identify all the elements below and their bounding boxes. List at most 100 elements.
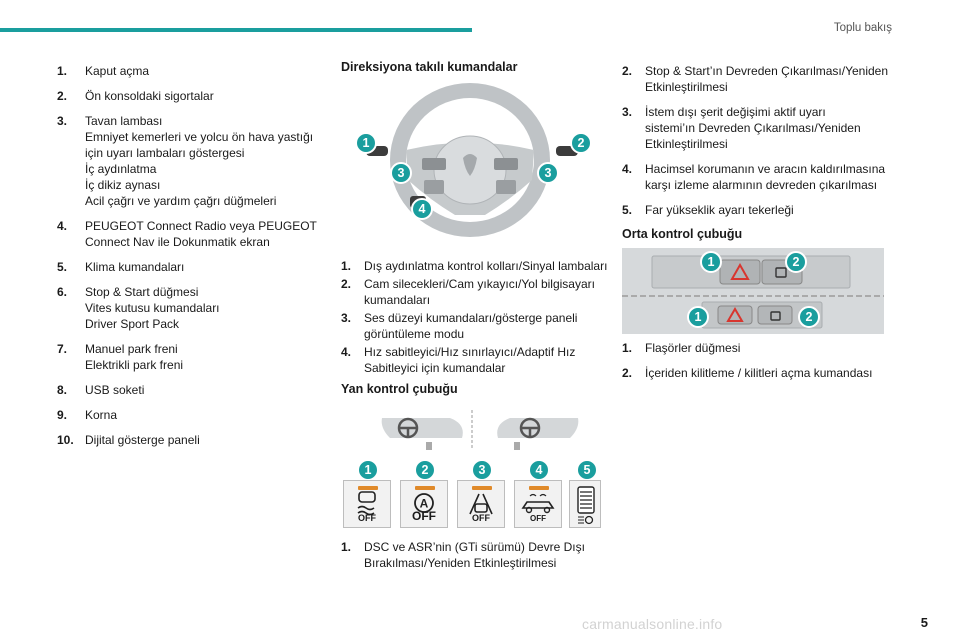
list-item: 3. Ses düzeyi kumandaları/gösterge paneli… — [341, 310, 611, 342]
dsc-icon — [357, 491, 376, 516]
item-number: 1. — [341, 259, 352, 273]
steering-wheel-illustration — [366, 83, 578, 237]
center-console-illustration — [622, 248, 884, 334]
stop-start-off-label: OFF — [412, 509, 436, 523]
svg-text:A: A — [420, 497, 429, 511]
item-text: Dış aydınlatma kontrol kolları/Sinyal la… — [364, 259, 608, 273]
section-title: Toplu bakış — [833, 22, 892, 34]
steering-badge: 3 — [537, 162, 559, 184]
left-list: 1.Kaput açma 2.Ön konsoldaki sigortalar 3.… — [57, 63, 327, 448]
item-number: 3. — [341, 311, 352, 325]
stop-start-button: A OFF — [400, 480, 448, 528]
list-item: 9.Korna — [57, 407, 327, 423]
item-number: 6. — [57, 285, 68, 299]
steering-badge: 2 — [570, 132, 592, 154]
side-badge: 4 — [528, 459, 550, 481]
list-item: 2.Ön konsoldaki sigortalar — [57, 88, 327, 104]
item-text: İç aydınlatma — [85, 162, 157, 176]
item-text: Etkinleştirilmesi — [645, 80, 728, 94]
item-number: 2. — [341, 277, 352, 291]
lane-assist-icon — [469, 493, 493, 515]
item-text: için uyarı lambaları göstergesi — [85, 146, 245, 160]
alarm-car-icon — [521, 493, 555, 514]
dsc-off-button: OFF — [343, 480, 391, 528]
stop-start-icon: A — [414, 493, 434, 513]
center-console-figure — [622, 248, 884, 334]
steering-badge: 4 — [411, 198, 433, 220]
item-text: Tavan lambası — [85, 114, 163, 128]
list-item: 2.Stop & Start’ın Devreden Çıkarılması/Y… — [622, 63, 902, 95]
left-column: 1.Kaput açma 2.Ön konsoldaki sigortalar 3.… — [57, 63, 327, 457]
center-badge: 2 — [785, 251, 807, 273]
item-text: Flaşörler düğmesi — [645, 341, 741, 355]
list-item: 5.Far yükseklik ayarı tekerleği — [622, 202, 902, 218]
item-text: sistemi’ın Devreden Çıkarılması/Yeniden — [645, 121, 861, 135]
center-title: Orta kontrol çubuğu — [622, 227, 743, 241]
steering-title: Direksiyona takılı kumandalar — [341, 60, 518, 74]
item-text: Vites kutusu kumandaları — [85, 301, 220, 315]
item-text: USB soketi — [85, 383, 145, 397]
right-list: 2.Stop & Start’ın Devreden Çıkarılması/Y… — [622, 63, 902, 227]
list-item: 1.Kaput açma — [57, 63, 327, 79]
headlamp-adjust-wheel — [569, 480, 601, 528]
item-text: kumandaları — [364, 293, 431, 307]
watermark: carmanualsonline.info — [582, 616, 723, 632]
item-number: 5. — [622, 203, 633, 217]
item-text: Acil çağrı ve yardım çağrı düğmeleri — [85, 194, 277, 208]
accent-bar — [0, 28, 472, 32]
center-badge: 1 — [700, 251, 722, 273]
item-text: Kaput açma — [85, 64, 150, 78]
item-number: 4. — [57, 219, 68, 233]
item-text: Ses düzeyi kumandaları/gösterge paneli — [364, 311, 578, 325]
steering-badge: 1 — [355, 132, 377, 154]
lane-assist-button: OFF — [457, 480, 505, 528]
item-text: Cam silecekleri/Cam yıkayıcı/Yol bilgisa… — [364, 277, 595, 291]
item-text: İçeriden kilitleme / kilitleri açma kuma… — [645, 366, 873, 380]
list-item: 2.İçeriden kilitleme / kilitleri açma ku… — [622, 365, 902, 381]
item-text: Stop & Start’ın Devreden Çıkarılması/Yen… — [645, 64, 889, 78]
item-number: 1. — [341, 540, 352, 554]
item-text: Hacimsel korumanın ve aracın kaldırılmas… — [645, 162, 886, 176]
item-text: Hız sabitleyici/Hız sınırlayıcı/Adaptif … — [364, 345, 576, 359]
item-number: 5. — [57, 260, 68, 274]
item-number: 9. — [57, 408, 68, 422]
item-text: karşı izleme alarmının devreden çıkarılm… — [645, 178, 878, 192]
side-badge: 1 — [357, 459, 379, 481]
item-text: Ön konsoldaki sigortalar — [85, 89, 214, 103]
list-item: 1. Dış aydınlatma kontrol kolları/Sinyal … — [341, 258, 611, 274]
item-number: 4. — [622, 162, 633, 176]
side-list: 1.DSC ve ASR’nin (GTi sürümü) Devre Dışı… — [341, 539, 611, 573]
item-text: Klima kumandaları — [85, 260, 185, 274]
item-number: 4. — [341, 345, 352, 359]
item-text: PEUGEOT Connect Radio veya PEUGEOT — [85, 219, 317, 233]
item-text: Stop & Start düğmesi — [85, 285, 199, 299]
item-number: 10. — [57, 433, 74, 447]
item-text: Sabitleyici için kumandalar — [364, 361, 506, 375]
side-badge: 2 — [414, 459, 436, 481]
list-item: 2. Cam silecekleri/Cam yıkayıcı/Yol bilgi… — [341, 276, 611, 308]
item-number: 8. — [57, 383, 68, 397]
side-badge: 5 — [576, 459, 598, 481]
alarm-button: OFF — [514, 480, 562, 528]
lane-assist-off-label: OFF — [472, 513, 490, 523]
item-number: 7. — [57, 342, 68, 356]
list-item: 1.DSC ve ASR’nin (GTi sürümü) Devre Dışı… — [341, 539, 611, 571]
item-number: 3. — [622, 105, 633, 119]
item-text: Dijital gösterge paneli — [85, 433, 200, 447]
item-text: Emniyet kemerleri ve yolcu ön hava yastı… — [85, 130, 314, 144]
side-stalks-illustration — [381, 410, 579, 450]
item-number: 3. — [57, 114, 68, 128]
list-item: 8. USB soketi — [57, 382, 327, 398]
center-badge: 1 — [687, 306, 709, 328]
list-item: 5. Klima kumandaları — [57, 259, 327, 275]
side-title: Yan kontrol çubuğu — [341, 382, 458, 396]
item-text: Bırakılması/Yeniden Etkinleştirilmesi — [364, 556, 557, 570]
headlamp-wheel-icon — [577, 486, 595, 525]
list-item: 4. Hız sabitleyici/Hız sınırlayıcı/Adapti… — [341, 344, 611, 376]
steering-wheel-figure — [360, 80, 610, 240]
